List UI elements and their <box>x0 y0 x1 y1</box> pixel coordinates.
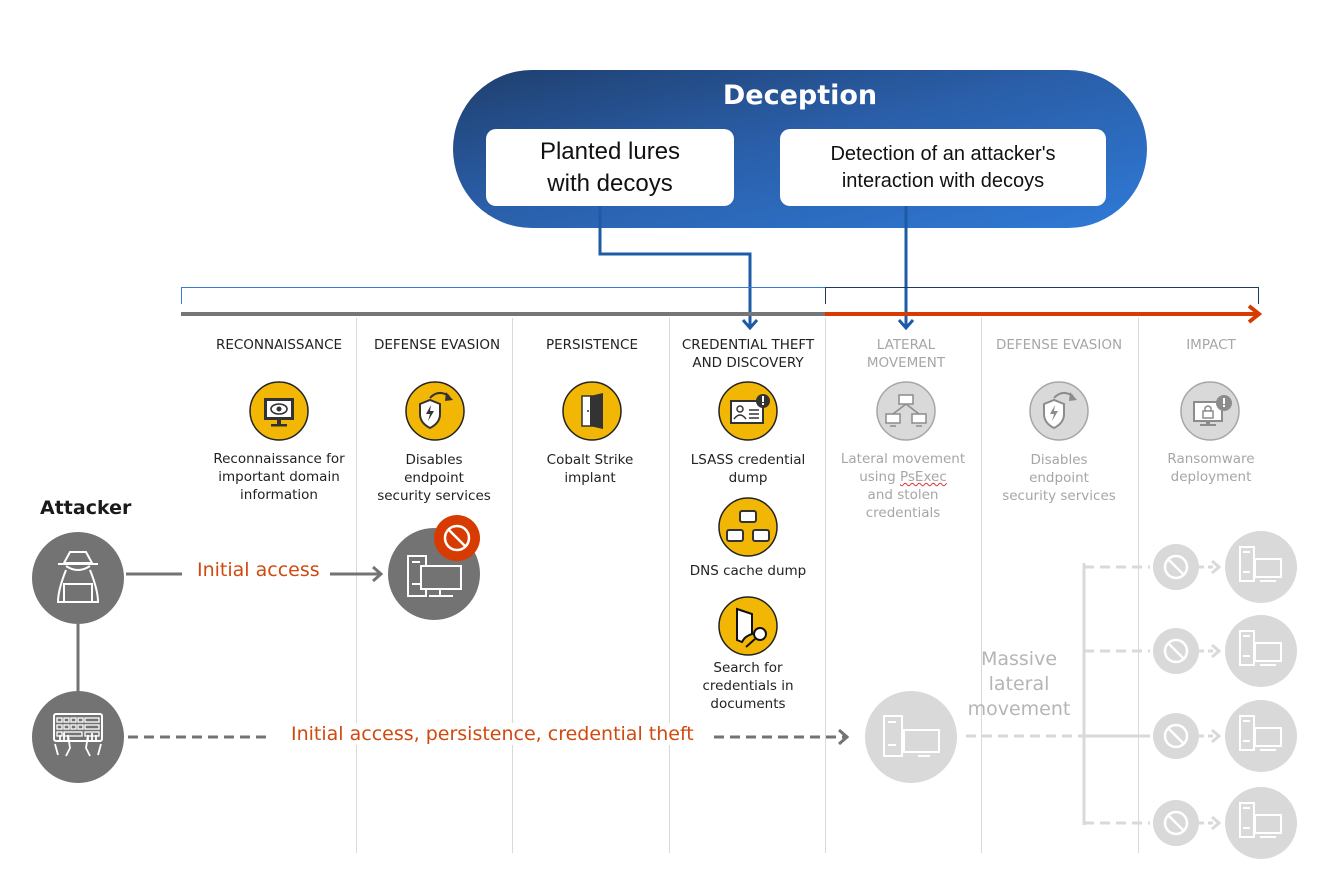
network-boxes-icon <box>718 497 778 557</box>
blocked-icon <box>434 515 480 561</box>
column-header-reconnaissance: RECONNAISSANCE <box>215 337 343 353</box>
column-header-credential-theft: CREDENTIAL THEFT AND DISCOVERY <box>681 337 815 371</box>
detection-box: Detection of an attacker's interaction w… <box>780 129 1106 206</box>
bracket-post <box>825 287 1259 304</box>
monitor-lock-alert-icon <box>1180 381 1240 441</box>
technique-label: Search for credentials in documents <box>702 660 794 712</box>
technique-label-part: Lateral movement using <box>840 451 966 485</box>
column-header-defense-evasion: DEFENSE EVASION <box>373 337 501 353</box>
technique-label: Lateral movement using PsExec and stolen… <box>825 450 981 522</box>
detection-label: Detection of an attacker's interaction w… <box>830 142 1056 192</box>
column-header-defense-evasion-2: DEFENSE EVASION <box>995 337 1123 353</box>
fanout-target-row <box>1084 700 1297 772</box>
bracket-pre <box>181 287 825 304</box>
target-computer-icon <box>1225 531 1297 603</box>
detection-connector <box>897 206 915 331</box>
blocked-icon <box>1153 544 1199 590</box>
fanout-target-row <box>1084 531 1297 603</box>
blocked-icon <box>1153 800 1199 846</box>
technique-label: DNS cache dump <box>689 563 807 579</box>
fanout-targets <box>1084 531 1297 859</box>
technique-label: Ransomware deployment <box>1167 451 1255 485</box>
technique-label: LSASS credential dump <box>690 452 806 486</box>
column-header-lateral-movement: LATERAL MOVEMENT <box>866 337 946 371</box>
flow2-arrowhead <box>838 728 850 746</box>
deception-title: Deception <box>722 80 878 111</box>
column-header-impact: IMPACT <box>1186 337 1236 353</box>
column-dividers <box>356 318 1139 853</box>
spellcheck-flagged-word: PsExec <box>899 469 947 485</box>
attacker-hacker-icon[interactable] <box>32 532 124 624</box>
massive-lateral-movement-label: Massive lateral movement <box>967 648 1071 720</box>
flow1-arrowhead <box>372 565 384 583</box>
planted-lures-label: Planted lures with decoys <box>539 137 681 197</box>
technique-label: Reconnaissance for important domain info… <box>213 451 345 503</box>
door-icon <box>562 381 622 441</box>
column-header-persistence: PERSISTENCE <box>545 337 638 353</box>
monitor-eye-icon <box>249 381 309 441</box>
initial-access-label: Initial access <box>191 559 326 581</box>
planted-lures-box: Planted lures with decoys <box>486 129 734 206</box>
lure-connector <box>598 206 759 331</box>
technique-label-part: and stolen credentials <box>865 487 941 521</box>
target-computer-icon <box>1225 615 1297 687</box>
shield-bolt-icon <box>1029 381 1089 441</box>
blocked-icon <box>1153 628 1199 674</box>
fanout-target-row <box>1084 787 1297 859</box>
blocked-icon <box>1153 713 1199 759</box>
document-search-icon <box>718 596 778 656</box>
technique-label: Disables endpoint security services <box>377 452 491 504</box>
fanout-target-row <box>1084 615 1297 687</box>
shield-bolt-icon <box>405 381 465 441</box>
technique-label: Cobalt Strike implant <box>546 452 634 486</box>
attacker-keyboard-icon[interactable] <box>32 691 124 783</box>
technique-label: Disables endpoint security services <box>1002 452 1116 504</box>
lateral-computer-icon <box>865 691 957 783</box>
target-computer-icon <box>1225 787 1297 859</box>
initial-access-persistence-label: Initial access, persistence, credential … <box>285 723 700 745</box>
target-computer-icon <box>1225 700 1297 772</box>
timeline-arrowhead <box>1247 304 1263 324</box>
network-computers-icon <box>876 381 936 441</box>
id-card-alert-icon <box>718 381 778 441</box>
attacker-label: Attacker <box>40 497 132 519</box>
